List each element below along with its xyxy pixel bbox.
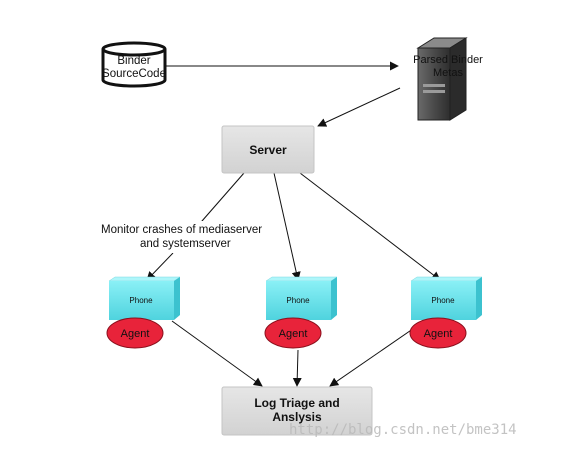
phone-top-face: [108, 276, 181, 282]
server-label: Server: [249, 143, 287, 157]
arrow-server-to-phone-3: [299, 172, 441, 281]
arrow-phone-3-to-log: [329, 323, 421, 387]
arrow-monitor-to-phone-1: [146, 252, 174, 281]
watermark-text: http://blog.csdn.net/bme314: [289, 422, 517, 438]
tower-right: [449, 37, 467, 121]
arrow-server-to-phone-1: [194, 172, 245, 230]
monitor-label-line1: Monitor crashes of mediaserver: [101, 224, 262, 236]
phone-node-2: Phone: [265, 276, 338, 320]
parsed-binder-metas-server-icon: Parsed Binder Metas: [413, 37, 483, 121]
tower-drive-bay: [423, 84, 445, 87]
phone-side-face: [174, 277, 180, 320]
phone-side-face: [476, 277, 482, 320]
monitor-annotation: Monitor crashes of mediaserver and syste…: [98, 221, 280, 253]
log-triage-line1: Log Triage and: [254, 396, 339, 410]
log-triage-node: Log Triage and Anslysis: [221, 386, 373, 436]
phone-node-3: Phone: [410, 276, 483, 320]
phone-side-face: [331, 277, 337, 320]
arrow-phone-2-to-log: [292, 349, 302, 387]
agent-label: Agent: [424, 328, 453, 340]
agent-label: Agent: [279, 328, 308, 340]
phone-front: [411, 281, 476, 320]
arrow-server-to-phone-2: [273, 172, 301, 281]
agent-node-1: Agent: [106, 317, 164, 349]
phone-top-face: [265, 276, 338, 282]
metas-line2: Metas: [433, 67, 463, 79]
arrow-metas-to-server: [317, 87, 401, 127]
phone-label: Phone: [129, 296, 153, 305]
phone-front: [266, 281, 331, 320]
binder-sourcecode-database: Binder SourceCode: [101, 41, 167, 88]
phone-node-1: Phone: [108, 276, 181, 320]
server-node: Server: [221, 125, 315, 174]
source-db-line1: Binder: [117, 55, 150, 67]
tower-drive-bay: [423, 90, 445, 93]
phone-label: Phone: [286, 296, 310, 305]
agent-label: Agent: [121, 328, 150, 340]
phone-label: Phone: [431, 296, 455, 305]
connectors: [146, 61, 441, 387]
log-triage-line2: Anslysis: [272, 410, 322, 424]
agent-node-3: Agent: [409, 317, 467, 349]
phone-top-face: [410, 276, 483, 282]
source-db-line2: SourceCode: [102, 68, 166, 80]
database-top: [101, 41, 167, 57]
arrow-phone-1-to-log: [171, 320, 263, 387]
agent-node-2: Agent: [264, 317, 322, 349]
monitor-label-line2: and systemserver: [140, 238, 231, 250]
phone-front: [109, 281, 174, 320]
metas-line1: Parsed Binder: [413, 54, 483, 66]
